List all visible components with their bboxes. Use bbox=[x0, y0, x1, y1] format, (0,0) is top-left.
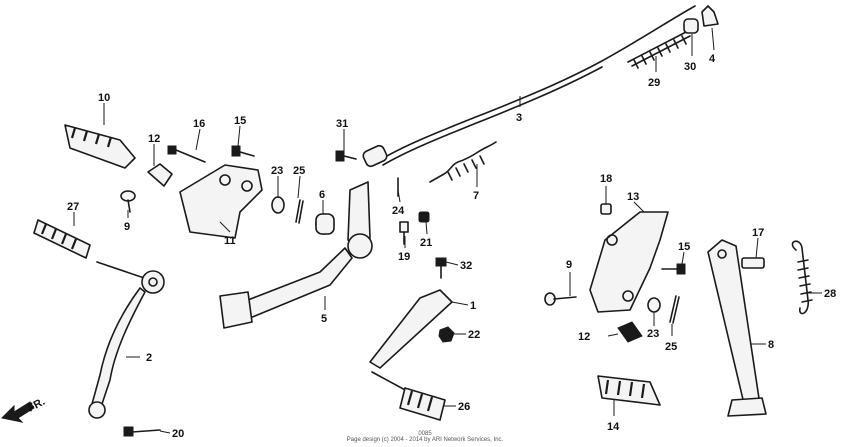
nut-18[interactable] bbox=[600, 203, 612, 215]
pin-left[interactable] bbox=[120, 190, 136, 213]
callout-8: 8 bbox=[768, 339, 774, 351]
cable-spring[interactable] bbox=[627, 31, 691, 69]
callout-1: 1 bbox=[470, 300, 476, 312]
nut-21[interactable] bbox=[418, 211, 430, 223]
callout-27: 27 bbox=[67, 201, 79, 213]
side-stand[interactable] bbox=[707, 239, 767, 417]
callout-7: 7 bbox=[473, 190, 479, 202]
callout-26: 26 bbox=[458, 401, 470, 413]
callout-22: 22 bbox=[468, 329, 480, 341]
callout-13: 13 bbox=[627, 191, 639, 203]
callout-29: 29 bbox=[648, 77, 660, 89]
callout-19: 19 bbox=[398, 251, 410, 263]
front-direction-arrow: FR. bbox=[0, 396, 47, 423]
callout-5: 5 bbox=[321, 313, 327, 325]
callout-9-left: 9 bbox=[124, 221, 130, 233]
bolt-32[interactable] bbox=[435, 257, 447, 279]
side-stand-spring[interactable] bbox=[791, 240, 813, 315]
callout-15-right: 15 bbox=[678, 241, 690, 253]
callout-21: 21 bbox=[420, 237, 432, 249]
right-footpeg-bracket[interactable] bbox=[589, 211, 669, 313]
callout-30: 30 bbox=[684, 61, 696, 73]
bolt-15-left[interactable] bbox=[231, 145, 255, 157]
shift-rubber[interactable] bbox=[33, 219, 91, 259]
callout-20: 20 bbox=[172, 428, 184, 440]
callout-3: 3 bbox=[516, 112, 522, 124]
copyright-text: Page design (c) 2004 - 2014 by ARI Netwo… bbox=[346, 437, 504, 443]
gearshift-pedal[interactable] bbox=[88, 261, 165, 419]
leader-lines bbox=[73, 27, 822, 434]
washer-23-right[interactable] bbox=[647, 297, 661, 313]
collar-6[interactable] bbox=[315, 213, 335, 235]
front-direction-label: FR. bbox=[26, 396, 47, 415]
bolt-19[interactable] bbox=[399, 221, 409, 245]
callout-32: 32 bbox=[460, 260, 472, 272]
pedal-arm-1[interactable] bbox=[369, 289, 453, 399]
cotter-pin-25-right[interactable] bbox=[669, 295, 680, 324]
copyright-footer: 0085 Page design (c) 2004 - 2014 by ARI … bbox=[0, 431, 850, 443]
callout-25-left: 25 bbox=[293, 165, 305, 177]
right-footpeg[interactable] bbox=[597, 375, 661, 406]
bolt-15-right[interactable] bbox=[661, 263, 686, 275]
callout-18: 18 bbox=[600, 173, 612, 185]
callout-23-left: 23 bbox=[271, 165, 283, 177]
clip-left[interactable] bbox=[147, 163, 173, 187]
diagram-code: 0085 bbox=[418, 431, 432, 437]
callout-12-right: 12 bbox=[578, 331, 590, 343]
washer-23-left[interactable] bbox=[271, 196, 285, 214]
bolt-31[interactable] bbox=[335, 150, 357, 162]
callout-23-right: 23 bbox=[647, 328, 659, 340]
left-footpeg[interactable] bbox=[64, 124, 136, 169]
brake-cable[interactable] bbox=[362, 5, 696, 168]
clip-right[interactable] bbox=[617, 321, 643, 343]
callout-12-left: 12 bbox=[148, 133, 160, 145]
callout-25-right: 25 bbox=[665, 341, 677, 353]
bolt-17[interactable] bbox=[741, 257, 765, 269]
callout-16: 16 bbox=[193, 118, 205, 130]
brake-pedal[interactable] bbox=[219, 181, 373, 329]
callout-10: 10 bbox=[98, 92, 110, 104]
callout-28: 28 bbox=[824, 288, 836, 300]
callout-11: 11 bbox=[224, 235, 236, 247]
cotter-pin-25-left[interactable] bbox=[295, 199, 304, 224]
callout-31: 31 bbox=[336, 118, 348, 130]
callout-2: 2 bbox=[146, 352, 152, 364]
bolt-16[interactable] bbox=[167, 145, 206, 163]
callout-9-right: 9 bbox=[566, 259, 572, 271]
adjuster-joint[interactable] bbox=[683, 18, 699, 34]
callout-17: 17 bbox=[752, 227, 764, 239]
callout-15-left: 15 bbox=[234, 115, 246, 127]
pedal-rubber-26[interactable] bbox=[399, 387, 446, 421]
wing-nut[interactable] bbox=[701, 5, 719, 27]
nut-22[interactable] bbox=[438, 326, 455, 343]
callout-6: 6 bbox=[319, 189, 325, 201]
pin-right[interactable] bbox=[544, 292, 577, 306]
callout-numbers: 10 12 16 15 23 25 9 11 27 2 20 31 6 5 3 … bbox=[67, 53, 836, 440]
callout-24: 24 bbox=[392, 205, 405, 217]
switch-spring[interactable] bbox=[429, 141, 497, 183]
left-footpeg-bracket[interactable] bbox=[179, 164, 263, 239]
callout-4: 4 bbox=[709, 53, 716, 65]
pedal-bolt-20[interactable] bbox=[123, 426, 161, 437]
callout-14: 14 bbox=[607, 421, 620, 433]
